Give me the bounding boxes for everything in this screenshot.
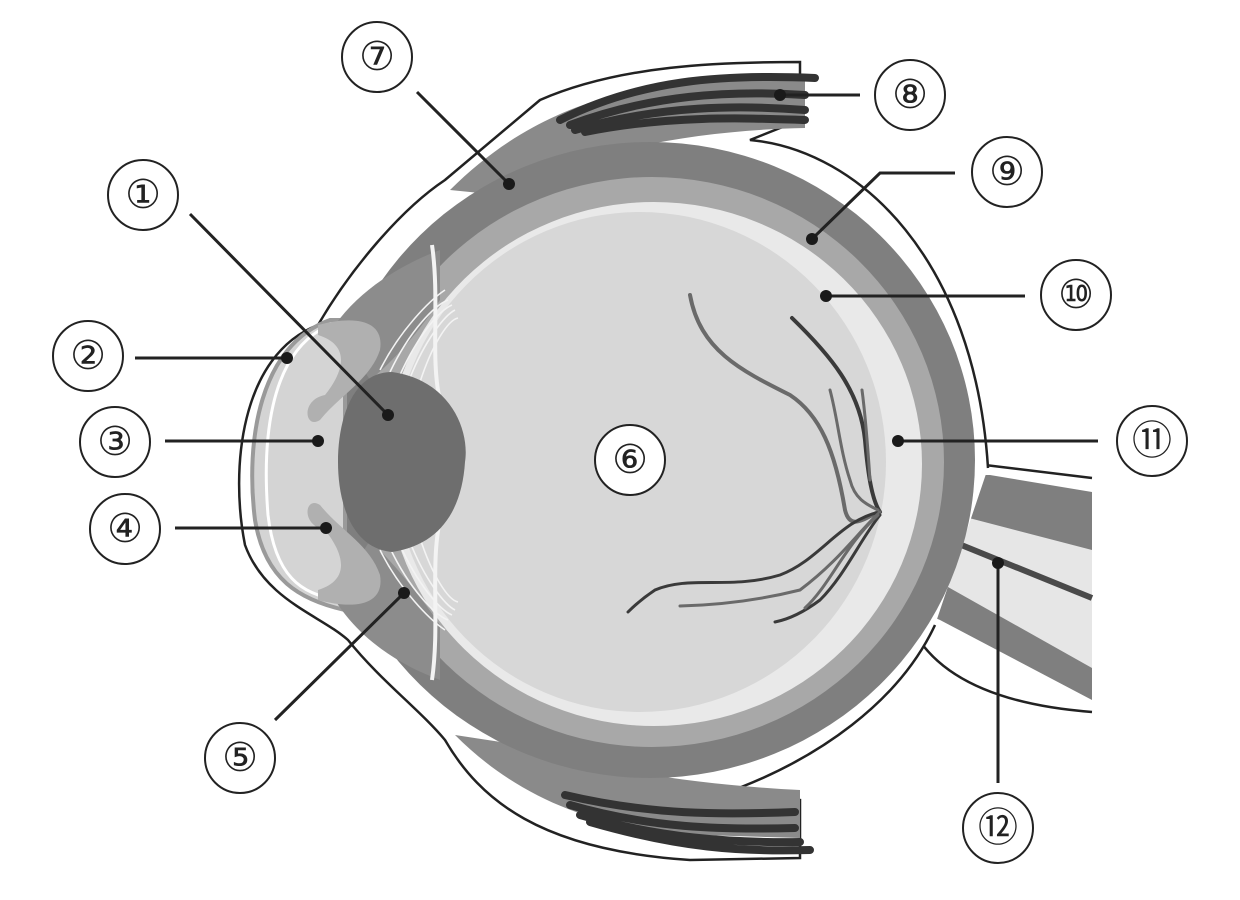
leader-lines	[135, 90, 1098, 783]
label-4: ④	[89, 493, 161, 565]
label-6-text: ⑥	[612, 438, 648, 482]
label-11: ⑪	[1116, 405, 1188, 477]
label-1-text: ①	[125, 173, 161, 217]
label-9: ⑨	[971, 136, 1043, 208]
label-5: ⑤	[204, 722, 276, 794]
label-3-text: ③	[97, 420, 133, 464]
label-10-text: ⑩	[1058, 273, 1094, 317]
lens	[338, 372, 466, 552]
inferior-rectus-muscle	[455, 735, 814, 855]
label-8-text: ⑧	[892, 73, 928, 117]
label-2-text: ②	[70, 334, 106, 378]
retinal-blood-vessels	[626, 293, 882, 624]
label-3: ③	[79, 406, 151, 478]
label-9-text: ⑨	[989, 150, 1025, 194]
label-12: ⑫	[962, 792, 1034, 864]
label-8: ⑧	[874, 59, 946, 131]
label-5-text: ⑤	[222, 736, 258, 780]
label-11-text: ⑪	[1132, 419, 1172, 463]
zonular-fibers	[379, 244, 459, 681]
label-7-text: ⑦	[359, 35, 395, 79]
label-2: ②	[52, 320, 124, 392]
label-12-text: ⑫	[978, 806, 1018, 850]
label-1: ①	[107, 159, 179, 231]
label-10: ⑩	[1040, 259, 1112, 331]
label-6: ⑥	[594, 424, 666, 496]
label-4-text: ④	[107, 507, 143, 551]
label-7: ⑦	[341, 21, 413, 93]
leader-dots	[281, 89, 1004, 599]
